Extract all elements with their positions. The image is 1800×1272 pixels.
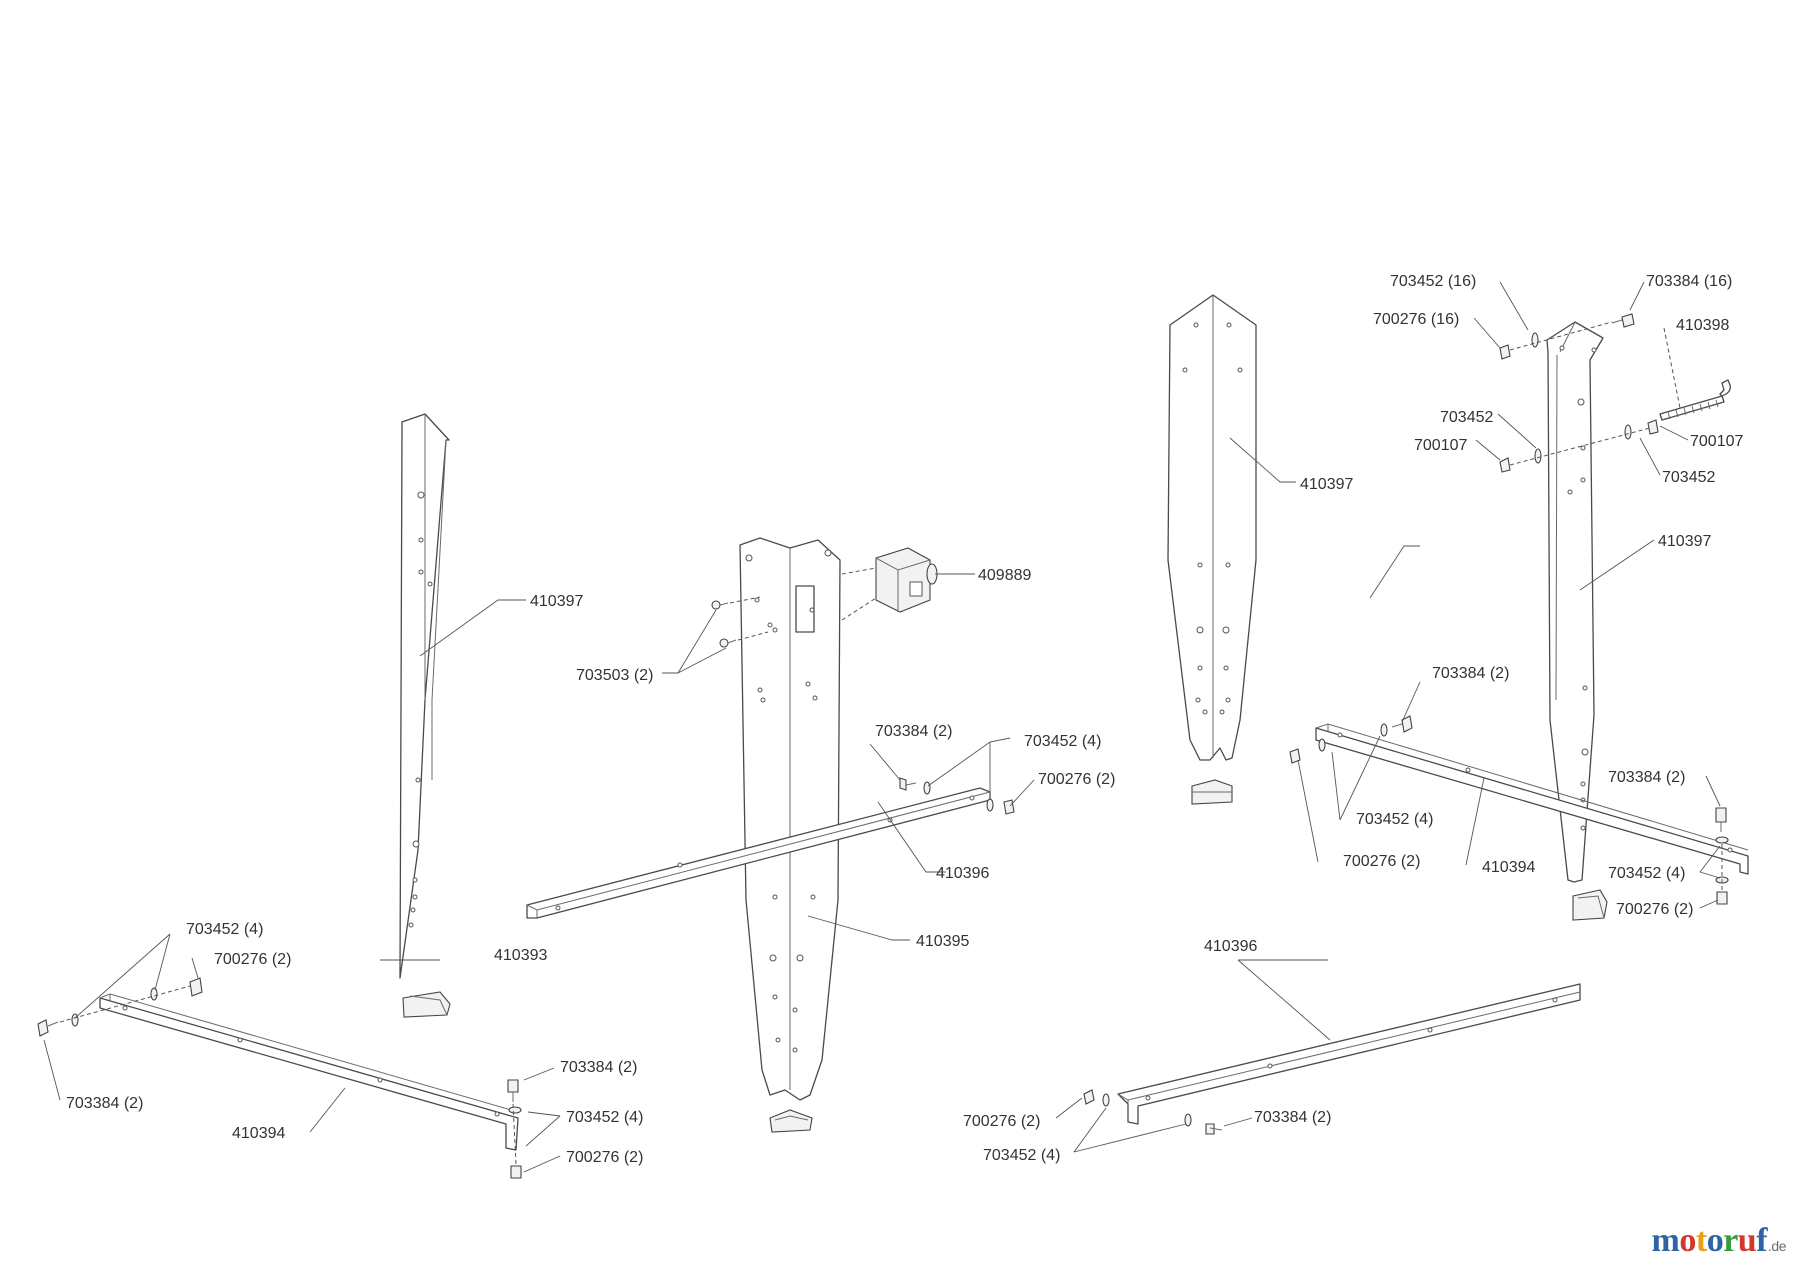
label-leg-right: 410397 xyxy=(1658,533,1711,550)
label-bolt-right-bar: 703384 (2) xyxy=(1432,665,1509,682)
label-bolt-top-16: 703384 (16) xyxy=(1646,273,1732,290)
hardware-left xyxy=(37,977,522,1179)
label-leg-rear: 410397 xyxy=(1300,476,1353,493)
brand-letter: m xyxy=(1651,1222,1680,1259)
hardware-right-bar xyxy=(1289,715,1729,905)
label-bolt-left-bottom: 703384 (2) xyxy=(66,1095,143,1112)
label-bolt-left-right: 703384 (2) xyxy=(560,1059,637,1076)
foot-rear xyxy=(1191,779,1233,805)
crossbar-front-410396 xyxy=(1117,983,1581,1125)
brand-letter: o xyxy=(1706,1222,1724,1259)
hardware-front xyxy=(1083,1089,1223,1135)
label-washer-rod-right: 703452 xyxy=(1662,469,1715,486)
switch-409889 xyxy=(841,547,938,621)
leg-left-410397 xyxy=(399,413,450,979)
leg-center-410395 xyxy=(739,537,841,1101)
brand-letter: o xyxy=(1679,1222,1696,1259)
leg-right-410397 xyxy=(1546,321,1604,883)
label-rod: 410398 xyxy=(1676,317,1729,334)
label-leg-left: 410397 xyxy=(530,593,583,610)
label-nut-right-bar: 700276 (2) xyxy=(1343,853,1420,870)
foot-410393 xyxy=(402,991,451,1018)
hardware-top-16 xyxy=(1499,313,1635,360)
foot-right xyxy=(1572,889,1608,921)
label-washer-front: 703452 (4) xyxy=(983,1147,1060,1164)
label-crossbar-left: 410394 xyxy=(232,1125,285,1142)
label-nut-right-end: 700276 (2) xyxy=(1616,901,1693,918)
label-washer-left-top: 703452 (4) xyxy=(186,921,263,938)
hardware-center xyxy=(899,777,1015,815)
label-crossbar-center: 410396 xyxy=(936,865,989,882)
brand-letter: u xyxy=(1737,1222,1757,1259)
label-crossbar-front: 410396 xyxy=(1204,938,1257,955)
brand-tld: .de xyxy=(1768,1238,1786,1254)
label-washer-left-right: 703452 (4) xyxy=(566,1109,643,1126)
label-washer-rod-left: 703452 xyxy=(1440,409,1493,426)
label-switch: 409889 xyxy=(978,567,1031,584)
label-nut-rod-left: 700107 xyxy=(1414,437,1467,454)
part-labels: 410397 410393 409889 703503 (2) 703384 (… xyxy=(66,273,1743,1166)
leader-lines xyxy=(43,281,1721,1173)
rod-410398 xyxy=(1499,327,1731,473)
label-screw-switch: 703503 (2) xyxy=(576,667,653,684)
label-nut-center: 700276 (2) xyxy=(1038,771,1115,788)
leg-rear-410397 xyxy=(1167,294,1257,761)
label-bolt-right-end: 703384 (2) xyxy=(1608,769,1685,786)
label-washer-right-bar: 703452 (4) xyxy=(1356,811,1433,828)
label-nut-top-16: 700276 (16) xyxy=(1373,311,1459,328)
brand-letter: r xyxy=(1723,1222,1738,1259)
label-bolt-front: 703384 (2) xyxy=(1254,1109,1331,1126)
label-bolt-center: 703384 (2) xyxy=(875,723,952,740)
brand-letter: f xyxy=(1756,1222,1768,1259)
label-washer-right-end: 703452 (4) xyxy=(1608,865,1685,882)
crossbar-left-410394 xyxy=(99,993,519,1151)
label-nut-left-top: 700276 (2) xyxy=(214,951,291,968)
label-foot: 410393 xyxy=(494,947,547,964)
label-washer-top-16: 703452 (16) xyxy=(1390,273,1476,290)
screw-703503 xyxy=(711,596,769,648)
foot-center xyxy=(769,1109,813,1133)
label-nut-rod-right: 700107 xyxy=(1690,433,1743,450)
label-crossbar-right: 410394 xyxy=(1482,859,1535,876)
label-leg-center: 410395 xyxy=(916,933,969,950)
label-nut-front: 700276 (2) xyxy=(963,1113,1040,1130)
label-nut-left-right: 700276 (2) xyxy=(566,1149,643,1166)
brand-letter: t xyxy=(1695,1222,1707,1259)
crossbar-right-410394 xyxy=(1315,723,1749,875)
brand-logo: motoruf.de xyxy=(1651,1222,1787,1260)
label-washer-center: 703452 (4) xyxy=(1024,733,1101,750)
